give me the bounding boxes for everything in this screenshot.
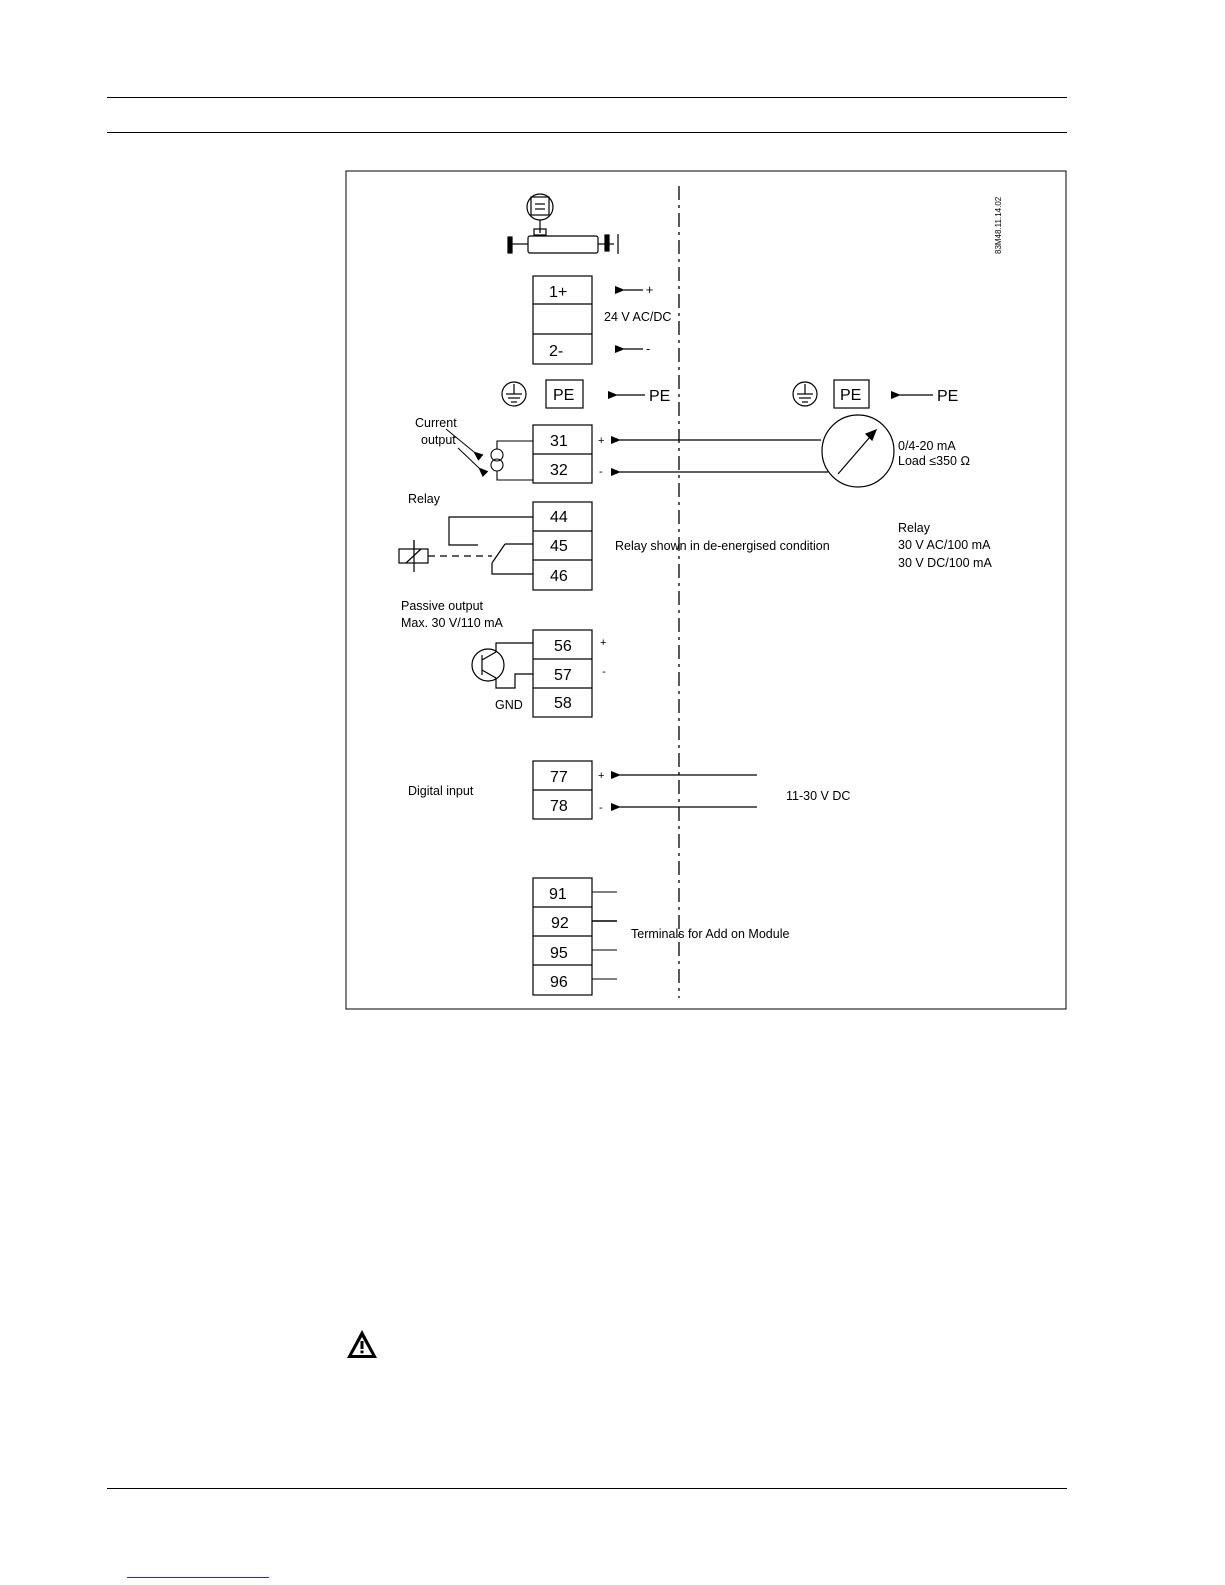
current-plus-sign: + [598,435,604,447]
gnd-label: GND [495,698,523,712]
digital-input-voltage: 11-30 V DC [786,789,850,803]
digital-input-terminal-block [532,760,593,820]
terminal-32: 32 [550,462,568,479]
terminal-91: 91 [549,886,567,903]
passive-output-label-2: Max. 30 V/110 mA [401,616,504,630]
terminal-46: 46 [550,568,568,585]
figure-id: 83M48.11.14.02 [994,196,1003,254]
terminal-78: 78 [550,798,568,815]
relay-spec-title: Relay [898,521,931,535]
current-source-icon [490,440,533,481]
relay-spec-1: 30 V AC/100 mA [898,538,991,552]
terminal-92: 92 [551,915,569,932]
terminal-1: 1+ [549,284,567,301]
pe-box-right-label: PE [840,387,861,404]
terminal-45: 45 [550,538,568,555]
pe-arrow-right-label: PE [937,388,958,405]
passive-output-label-1: Passive output [401,599,484,613]
digital-plus-sign: + [598,770,604,782]
terminal-44: 44 [550,509,568,526]
current-output-label-1: Current [415,416,457,430]
supply-voltage: 24 V AC/DC [604,310,671,324]
digital-input-label: Digital input [408,784,474,798]
digital-minus-sign: - [599,802,603,814]
pe-arrow-left-label: PE [649,388,670,405]
addon-label: Terminals for Add on Module [631,927,789,941]
ground-icon [501,381,527,407]
terminal-57: 57 [554,667,572,684]
terminal-77: 77 [550,769,568,786]
passive-plus-sign: + [600,637,606,649]
relay-condition: Relay shown in de-energised condition [615,539,830,553]
current-spec-2: Load ≤350 Ω [898,454,970,468]
terminal-95: 95 [550,945,568,962]
relay-contact-icon [448,516,533,575]
current-output-terminal-block [532,424,593,484]
terminal-56: 56 [554,638,572,655]
header-rule-top [107,97,1067,98]
warning-triangle-icon [347,1330,377,1358]
relay-spec-2: 30 V DC/100 mA [898,556,992,570]
relay-coil-icon [398,540,492,572]
current-output-label-2: output [421,433,456,447]
current-output-pointer-1 [445,428,484,461]
current-spec-1: 0/4-20 mA [898,439,956,453]
terminal-96: 96 [550,974,568,991]
current-output-pointer-2 [457,447,489,478]
diagram-frame [345,170,1067,1010]
terminal-31: 31 [550,433,568,450]
header-rule-bottom [107,132,1067,133]
pe-box-right [833,379,870,409]
footer-link-underline [127,1577,269,1578]
supply-minus-sign: - [646,342,650,356]
terminal-2: 2- [549,343,563,360]
transistor-icon [471,642,533,689]
addon-terminal-block [532,877,617,996]
pe-box-left-label: PE [553,387,574,404]
ground-icon-right [792,381,818,407]
passive-minus-sign: - [602,666,606,678]
footer-rule [107,1488,1067,1489]
pe-box-left [545,379,584,409]
supply-plus-sign: + [646,283,653,297]
supply-terminal-block [532,275,593,365]
current-minus-sign: - [599,466,603,478]
meter-icon [821,414,895,488]
terminal-58: 58 [554,695,572,712]
relay-terminal-block [532,501,593,591]
relay-label: Relay [408,492,441,506]
flowmeter-icon [507,193,619,254]
